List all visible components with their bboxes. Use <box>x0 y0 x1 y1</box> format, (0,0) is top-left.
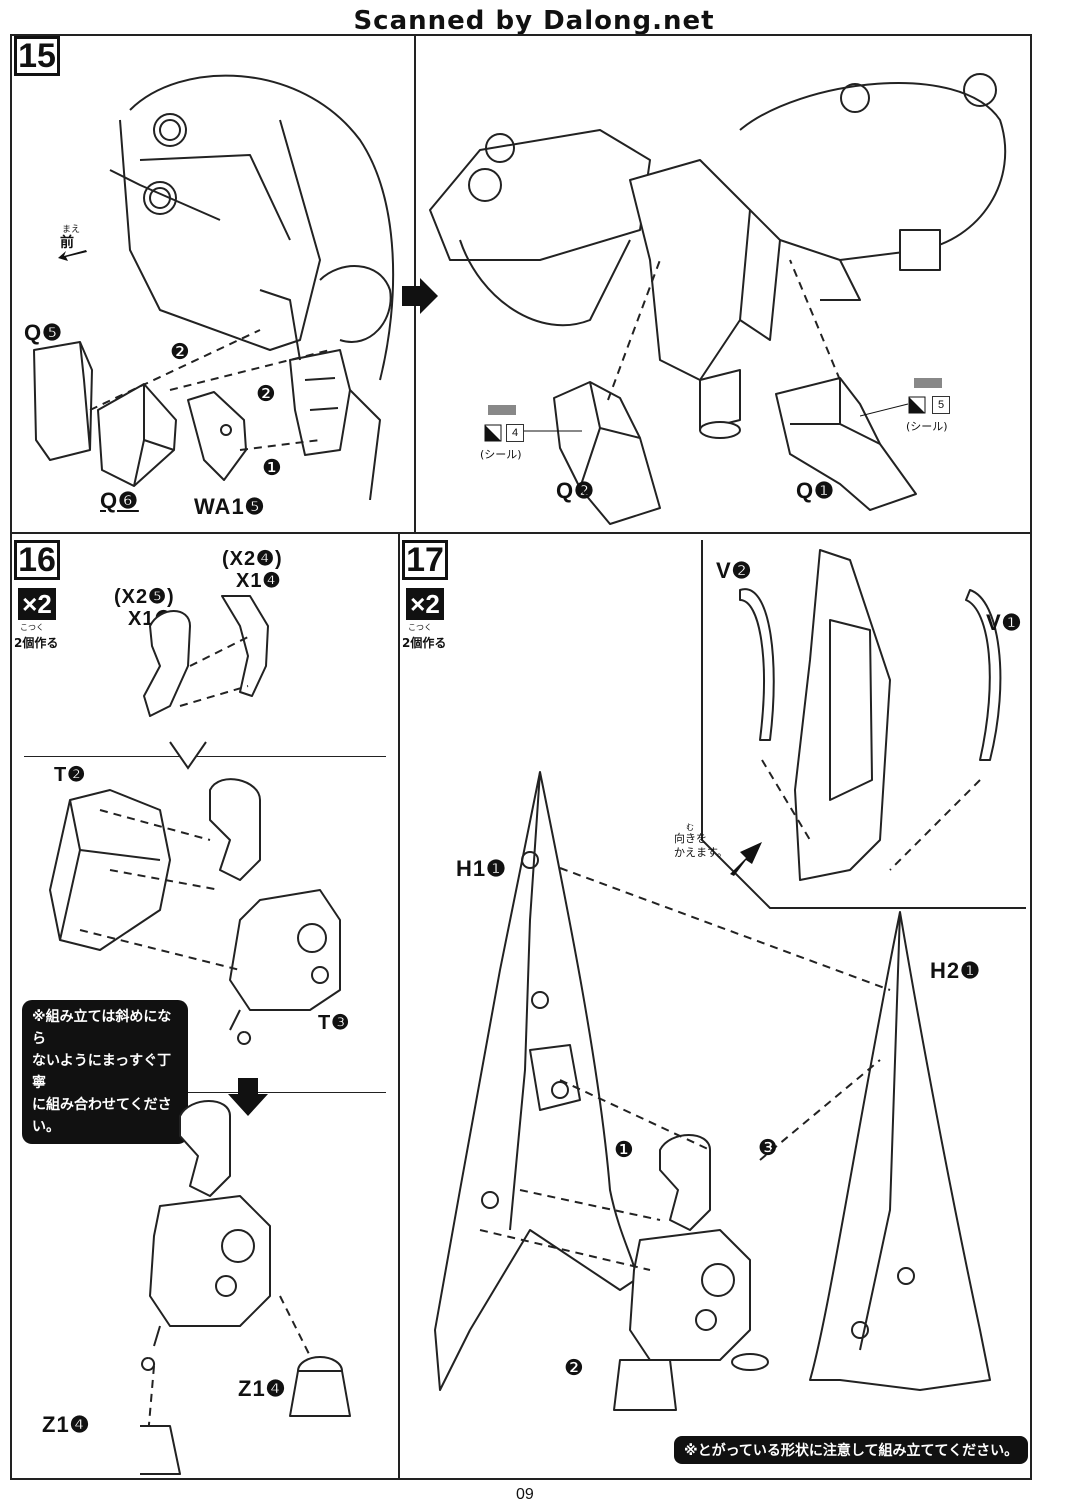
step16-assembled-diagram <box>140 1100 351 1475</box>
part-h2-diagram <box>809 911 991 1391</box>
step16-x-parts-diagram <box>143 595 269 717</box>
order-marker-1: ❶ <box>262 456 282 481</box>
part-label-z1-a: Z1❹ <box>238 1376 287 1401</box>
seal-leader-4 <box>524 430 582 432</box>
part-label-wa1: WA1❺ <box>194 494 266 519</box>
divider-step16-lower <box>24 1092 386 1093</box>
turn-note-line-1: 向きを <box>674 832 707 845</box>
part-label-x1-4: X1❹ <box>236 570 282 592</box>
part-h1-diagram <box>434 771 637 1391</box>
front-direction-label: 前 <box>60 235 74 251</box>
order-marker-2b: ❷ <box>256 382 276 407</box>
order-marker-17-3: ❸ <box>758 1136 778 1161</box>
part-label-t2: T❷ <box>54 764 87 786</box>
assembly-note-line-3: に組み合わせてください。 <box>32 1097 172 1135</box>
order-marker-17-2: ❷ <box>564 1356 584 1381</box>
step15-guide-lines <box>89 329 331 451</box>
part-label-x2-4: (X2❹) <box>222 548 283 570</box>
step-16-make-label: 2個作る <box>14 636 59 650</box>
part-label-q1: Q❶ <box>796 478 835 503</box>
part-label-v2: V❷ <box>716 558 753 583</box>
step16-t-parts-diagram <box>49 778 341 1045</box>
part-q5-diagram <box>33 341 93 461</box>
part-q1-diagram <box>775 377 917 511</box>
divider-horizontal <box>10 532 1032 534</box>
step15-body-diagram <box>109 74 395 500</box>
divider-step16-upper <box>24 756 386 757</box>
part-label-x2-5: (X2❺) <box>114 586 175 608</box>
page-frame <box>10 34 1032 1480</box>
step-17-make-ruby: こつく <box>408 623 432 632</box>
part-label-h1: H1❶ <box>456 856 507 881</box>
assembly-note-line-1: ※組み立ては斜めになら <box>32 1009 172 1047</box>
scan-watermark: Scanned by Dalong.net <box>353 6 715 36</box>
seal-leader-5 <box>860 403 909 417</box>
step-15-number: 15 <box>14 36 60 76</box>
page-number: 09 <box>516 1486 534 1503</box>
step-16-make-ruby: こつく <box>20 623 44 632</box>
next-arrow-icon <box>402 278 438 314</box>
step-16-multiplier: ×2 <box>18 588 56 620</box>
turn-arrow-icon <box>730 842 762 876</box>
step-17-number: 17 <box>402 540 448 580</box>
seal-swatch-4 <box>488 405 516 415</box>
seal-label-4: (シール) <box>480 448 522 461</box>
seal-icon-5 <box>908 396 926 414</box>
step15-assembly-diagram <box>429 73 1007 439</box>
down-arrow-icon <box>228 1078 268 1116</box>
step-17-multiplier: ×2 <box>406 588 444 620</box>
part-q2-diagram <box>553 381 661 525</box>
divider-bottom-vertical <box>398 532 400 1480</box>
part-label-q5: Q❺ <box>24 320 63 345</box>
part-label-v1: V❶ <box>986 610 1023 635</box>
front-arrow-icon <box>58 250 87 261</box>
step17-body-diagram <box>613 1134 769 1411</box>
part-label-q2: Q❷ <box>556 478 595 503</box>
seal-number-5: 5 <box>932 396 950 414</box>
turn-note-line-2: かえます。 <box>674 846 728 859</box>
order-marker-17-1: ❶ <box>614 1138 634 1163</box>
inset-detail-frame <box>701 540 1026 909</box>
seal-label-5: (シール) <box>906 420 948 433</box>
step-17-make-label: 2個作る <box>402 636 447 650</box>
caution-note: ※とがっている形状に注意して組み立ててください。 <box>674 1436 1029 1464</box>
assembly-note: ※組み立ては斜めになら ないようにまっすぐ丁寧 に組み合わせてください。 <box>22 1000 188 1144</box>
seal-number-4: 4 <box>506 424 524 442</box>
part-label-t3: T❸ <box>318 1012 351 1034</box>
part-label-h2: H2❶ <box>930 958 981 983</box>
seal-swatch-5 <box>914 378 942 388</box>
front-direction-ruby: まえ <box>62 225 81 235</box>
seal-icon-4 <box>484 424 502 442</box>
step15-right-guides <box>607 259 841 401</box>
callout-pointer-icon <box>169 741 207 770</box>
part-label-q6: Q❻ <box>100 488 139 513</box>
turn-note-ruby: む <box>686 823 694 832</box>
assembly-note-line-2: ないようにまっすぐ丁寧 <box>32 1053 172 1091</box>
part-label-z1-b: Z1❹ <box>42 1412 91 1437</box>
divider-top-vertical <box>414 34 416 534</box>
step17-guide-lines <box>479 867 891 1271</box>
order-marker-2a: ❷ <box>170 340 190 365</box>
step-16-number: 16 <box>14 540 60 580</box>
